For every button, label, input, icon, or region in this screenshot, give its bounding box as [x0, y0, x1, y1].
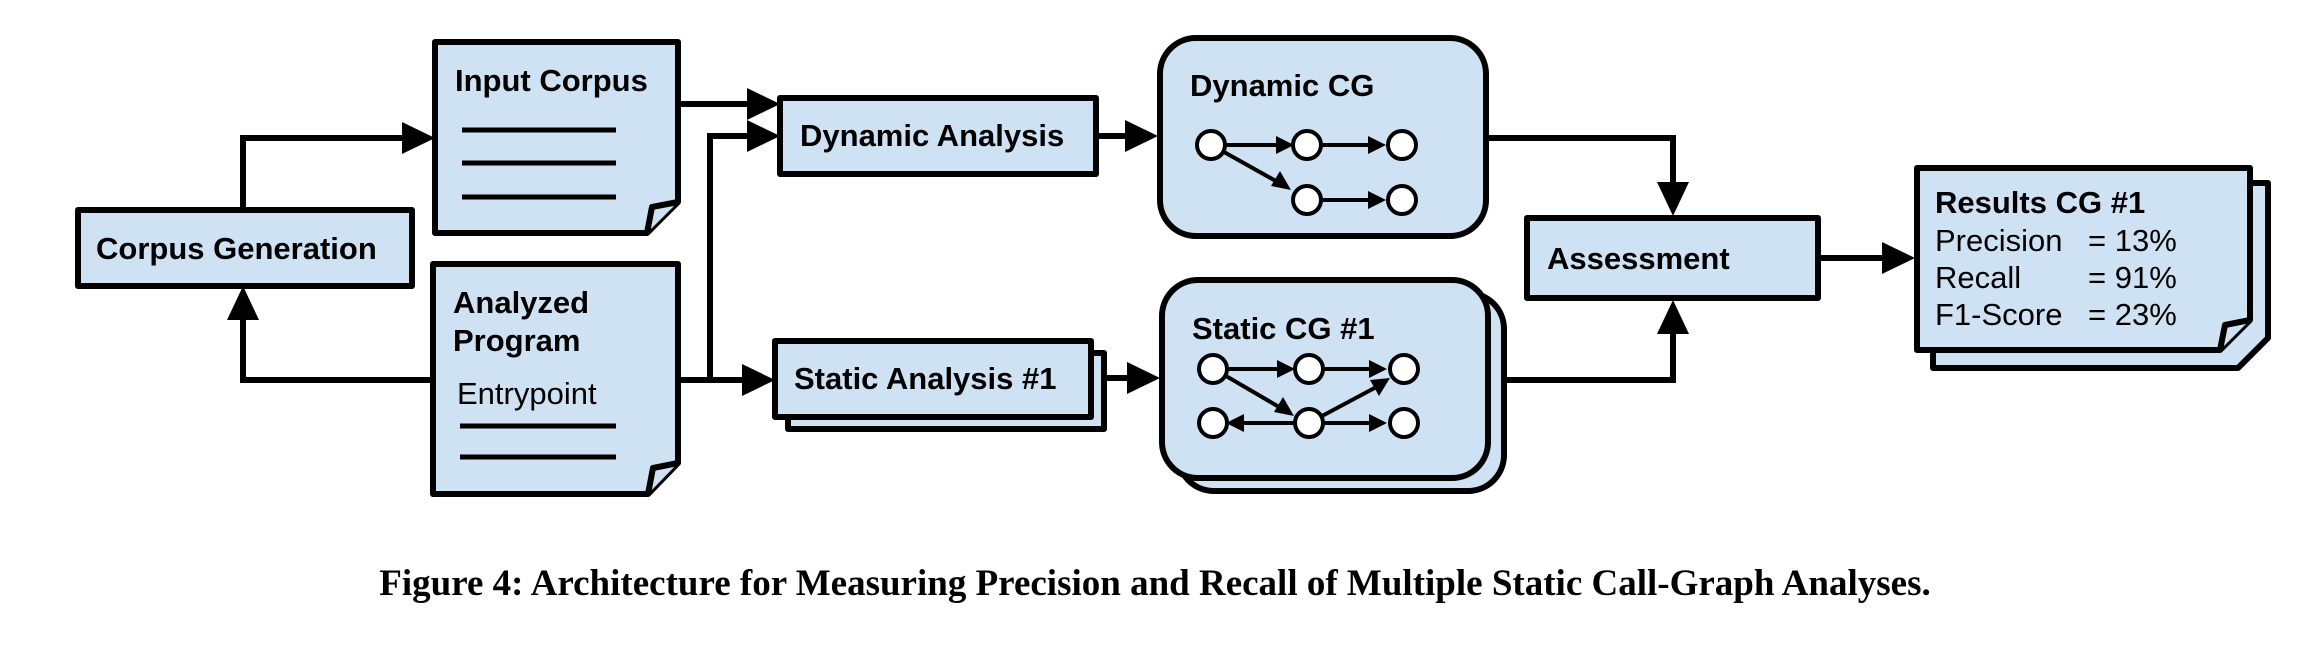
metric-label: Precision — [1935, 223, 2063, 258]
dynamic-analysis-label: Dynamic Analysis — [800, 118, 1064, 153]
dynamic-cg-panel: Dynamic CG — [1157, 35, 1489, 239]
dynamic-analysis-node: Dynamic Analysis — [777, 95, 1099, 177]
corpus-generation-node: Corpus Generation — [75, 207, 415, 289]
static-analysis-label: Static Analysis #1 — [794, 361, 1057, 396]
assessment-label: Assessment — [1547, 241, 1730, 276]
static-analysis-node: Static Analysis #1 — [772, 338, 1107, 432]
static-cg-label: Static CG #1 — [1192, 311, 1375, 346]
results-metric-f1-score: F1-Score = 23% — [1935, 297, 2177, 332]
results-metric-recall: Recall = 91% — [1935, 260, 2177, 295]
entrypoint-label: Entrypoint — [457, 376, 597, 411]
dynamic-cg-label: Dynamic CG — [1190, 68, 1374, 103]
metric-label: F1-Score — [1935, 297, 2062, 332]
edge-dynamic-analysis-to-dynamic-cg — [1098, 120, 1158, 152]
edge-assessment-to-results — [1820, 242, 1915, 274]
input-corpus-label: Input Corpus — [455, 63, 648, 98]
results-metric-precision: Precision = 13% — [1935, 223, 2177, 258]
analyzed-program-label-line1: Analyzed — [453, 285, 589, 320]
dynamic-cg-graph — [1195, 129, 1418, 216]
architecture-diagram: Corpus Generation Input Corpus Analyzed … — [75, 35, 2271, 497]
figure-caption: Figure 4: Architecture for Measuring Pre… — [379, 563, 1931, 604]
corpus-generation-label: Corpus Generation — [96, 231, 377, 266]
input-corpus-document: Input Corpus — [432, 39, 681, 236]
edge-static-cg-to-assessment — [1487, 300, 1689, 383]
metric-value: = 23% — [2088, 297, 2177, 332]
assessment-node: Assessment — [1524, 215, 1821, 301]
static-cg-graph — [1197, 353, 1420, 439]
static-cg-panel: Static CG #1 — [1159, 277, 1507, 494]
results-title: Results CG #1 — [1935, 185, 2145, 220]
analyzed-program-document: Analyzed Program Entrypoint — [430, 261, 681, 497]
edge-analyzed-program-to-static-analysis — [680, 364, 775, 396]
analyzed-program-label-line2: Program — [453, 323, 580, 358]
edge-analyzed-program-to-corpus-generation — [227, 286, 432, 383]
edge-input-corpus-to-dynamic-analysis — [680, 88, 780, 120]
results-document: Results CG #1 Precision = 13% Recall = 9… — [1914, 165, 2271, 371]
edge-analyzed-program-to-dynamic-analysis — [707, 120, 780, 380]
metric-label: Recall — [1935, 260, 2021, 295]
edge-dynamic-cg-to-assessment — [1487, 135, 1689, 216]
metric-value: = 13% — [2088, 223, 2177, 258]
edge-corpus-generation-to-input-corpus — [240, 122, 435, 210]
metric-value: = 91% — [2088, 260, 2177, 295]
